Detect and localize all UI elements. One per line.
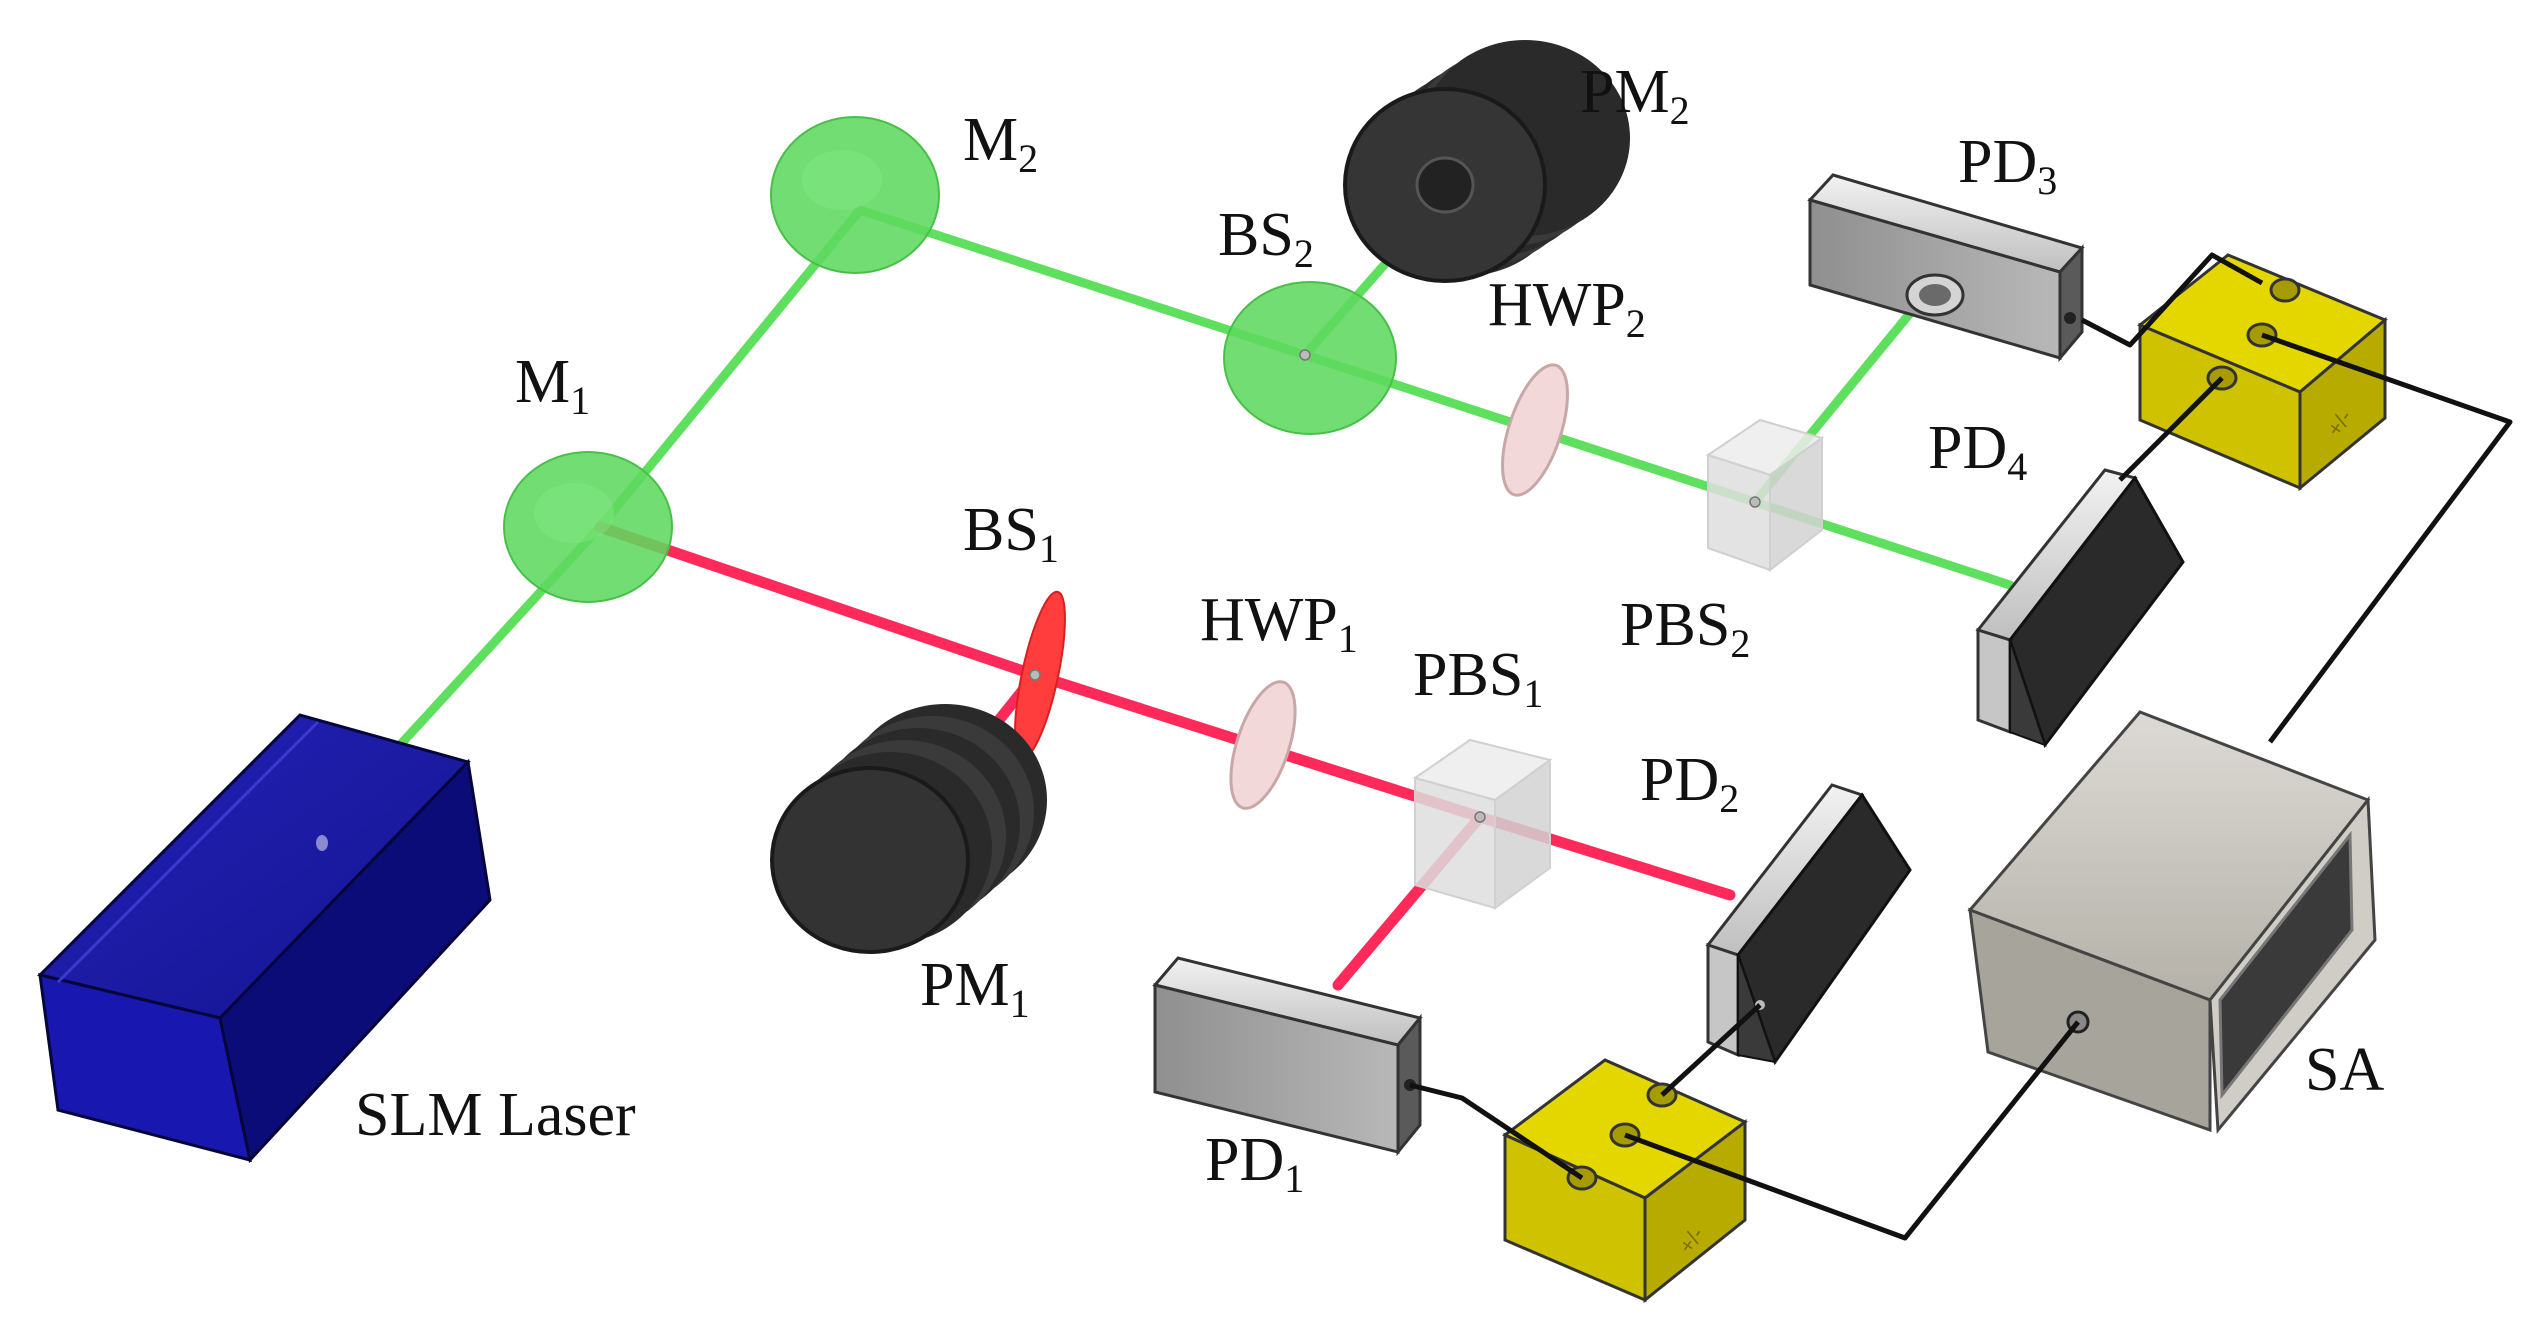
label-m1: M1 xyxy=(515,348,590,423)
power-meter-pm2 xyxy=(1343,40,1630,283)
label-hwp2: HWP2 xyxy=(1488,271,1646,346)
mirror-m1 xyxy=(503,451,673,603)
component-labels: SLM Laser M1 M2 BS2 BS1 HWP2 HWP1 PBS2 P… xyxy=(355,58,2384,1201)
laser-side-face xyxy=(218,758,492,1164)
red-beam-m1-to-bs1 xyxy=(594,521,1041,681)
half-wave-plate-hwp2 xyxy=(1501,363,1569,497)
balanced-subtractor-lower: +/- xyxy=(1502,1058,1748,1304)
cable-pd2-to-subtractor xyxy=(1660,1003,1762,1097)
half-wave-plate-hwp1 xyxy=(1229,680,1297,810)
beam-splitter-bs2 xyxy=(1223,281,1397,435)
label-pbs2: PBS2 xyxy=(1620,591,1750,666)
label-pd3: PD3 xyxy=(1958,128,2057,203)
label-pd4: PD4 xyxy=(1928,414,2027,489)
photodetector-pd2 xyxy=(1705,783,1912,1066)
cable-subtractor-to-analyzer-lower xyxy=(1624,1020,2080,1241)
label-bs1: BS1 xyxy=(963,496,1059,571)
label-pbs1: PBS1 xyxy=(1413,641,1543,716)
power-meter-pm1 xyxy=(770,704,1047,954)
label-sa: SA xyxy=(2305,1036,2384,1104)
cable-pd4-to-subtractor xyxy=(2118,376,2224,482)
label-m2: M2 xyxy=(963,106,1038,181)
analyzer-screen xyxy=(2218,830,2354,1100)
label-hwp1: HWP1 xyxy=(1200,586,1358,661)
label-slm-laser: SLM Laser xyxy=(355,1081,636,1149)
signal-cables xyxy=(1409,252,2513,1241)
photodetector-pd3 xyxy=(1807,173,2085,363)
polarizing-beam-splitter-pbs1 xyxy=(1412,738,1553,910)
cable-subtractor-to-analyzer xyxy=(2261,332,2513,744)
label-bs2: BS2 xyxy=(1218,201,1314,276)
cable-pd3-to-subtractor xyxy=(2080,252,2264,348)
label-pm2: PM2 xyxy=(1580,58,1690,133)
cable-pd1-to-subtractor xyxy=(1409,1082,1584,1181)
photodetector-pd4 xyxy=(1975,468,2185,749)
polarizing-beam-splitter-pbs2 xyxy=(1705,418,1825,573)
photodetector-pd1 xyxy=(1152,956,1423,1157)
mirror-m2 xyxy=(770,116,940,274)
laser-aperture xyxy=(316,835,328,851)
balanced-subtractor-upper: +/- xyxy=(2137,253,2388,492)
red-beams xyxy=(594,521,1736,991)
connector-knob xyxy=(1566,1082,1678,1191)
label-pd2: PD2 xyxy=(1640,746,1739,821)
label-pd1: PD1 xyxy=(1205,1126,1304,1201)
label-pm1: PM1 xyxy=(920,951,1030,1026)
slm-laser xyxy=(37,713,492,1164)
